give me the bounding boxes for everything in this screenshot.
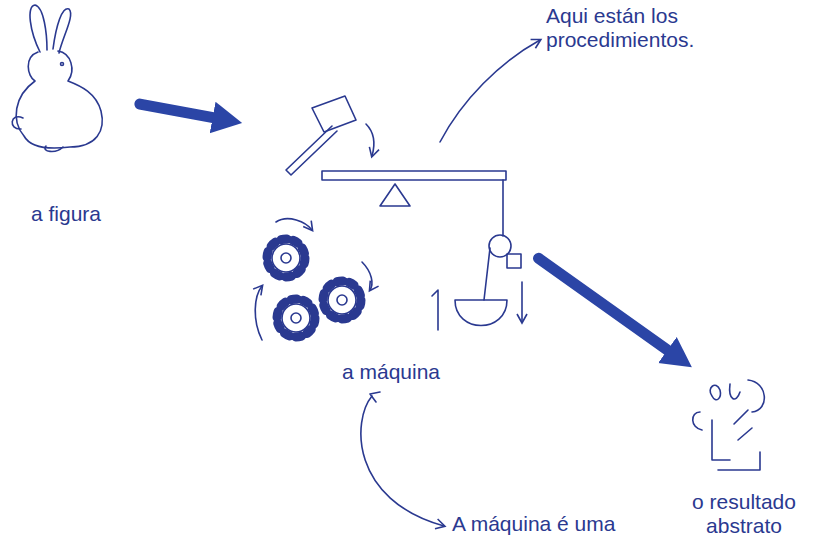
rabbit-figure [12,5,102,151]
note-text: A máquina é uma [452,512,712,536]
figure-group: a figura [0,0,132,228]
hammer-symbol [286,96,374,175]
figure-group: o resultado abstrato [668,372,820,540]
leader-line [440,40,540,142]
figure-label: o resultado abstrato [668,488,820,540]
leader-line [370,392,380,402]
abstract-result [693,380,765,470]
flow-arrow [539,258,673,353]
figure-group: a máquina [250,92,532,386]
note-text: Aqui están los procedimientos. [546,4,756,52]
flow-arrow [140,104,219,118]
leader-line [361,396,444,526]
figure-label: a figura [27,200,105,228]
figure-label: a máquina [338,358,444,386]
lever-symbol [322,171,522,330]
gear-symbol [255,219,372,340]
